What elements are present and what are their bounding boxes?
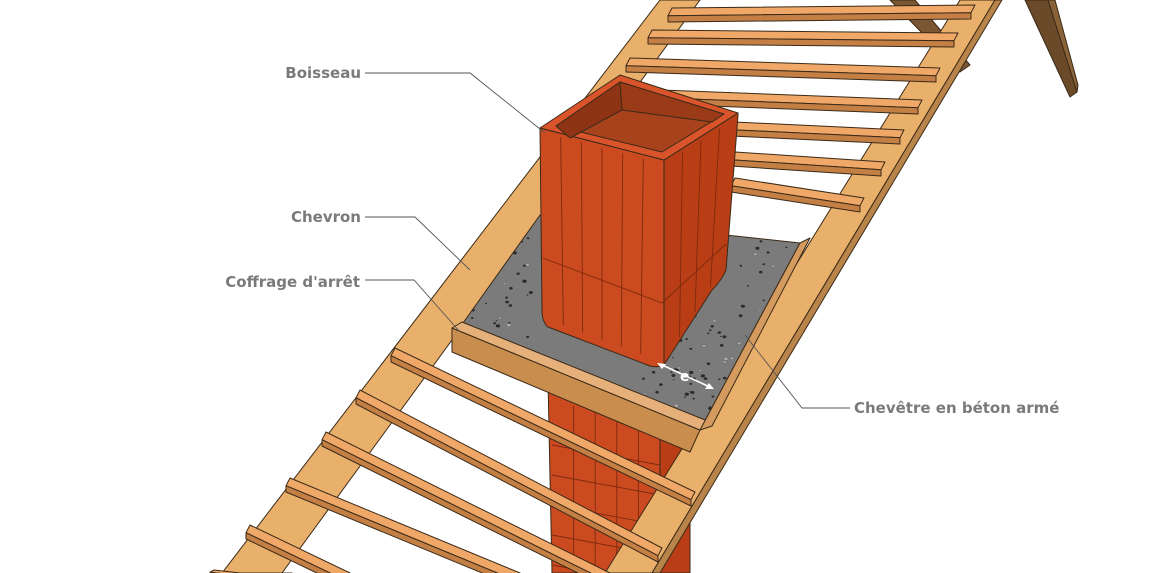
leader-boisseau (365, 72, 546, 134)
label-chevetre: Chevêtre en béton armé (854, 399, 1059, 417)
batten (730, 151, 886, 177)
flue-flute (679, 152, 683, 338)
batten (625, 57, 941, 83)
flue-flute (560, 137, 564, 326)
leader-coffrage (365, 279, 461, 333)
batten (730, 177, 865, 213)
flue-block-upper (539, 74, 739, 368)
stop-formwork-board (451, 321, 711, 453)
flue-flute (710, 128, 720, 288)
flue-flute (640, 158, 644, 354)
label-chevron: Chevron (291, 208, 361, 226)
battens-group (209, 4, 976, 573)
label-boisseau: Boisseau (285, 64, 361, 82)
batten (321, 431, 611, 573)
batten (647, 29, 959, 48)
batten (730, 121, 905, 145)
batten (245, 524, 351, 573)
leader-lines (365, 72, 850, 409)
flue-joint (551, 474, 661, 496)
slab-right-board (699, 237, 811, 431)
flue-flute (694, 140, 702, 313)
batten (390, 347, 696, 507)
batten (355, 389, 663, 563)
leader-chevetre (744, 334, 850, 409)
batten (285, 477, 521, 573)
leader-chevron (365, 216, 471, 271)
label-coffrage: Coffrage d'arrêt (225, 273, 360, 291)
flue-flute (580, 142, 584, 333)
dimension-e: e (657, 363, 714, 389)
dimension-e-label: e (680, 369, 690, 385)
batten (667, 4, 976, 23)
flue-flute (620, 153, 624, 347)
